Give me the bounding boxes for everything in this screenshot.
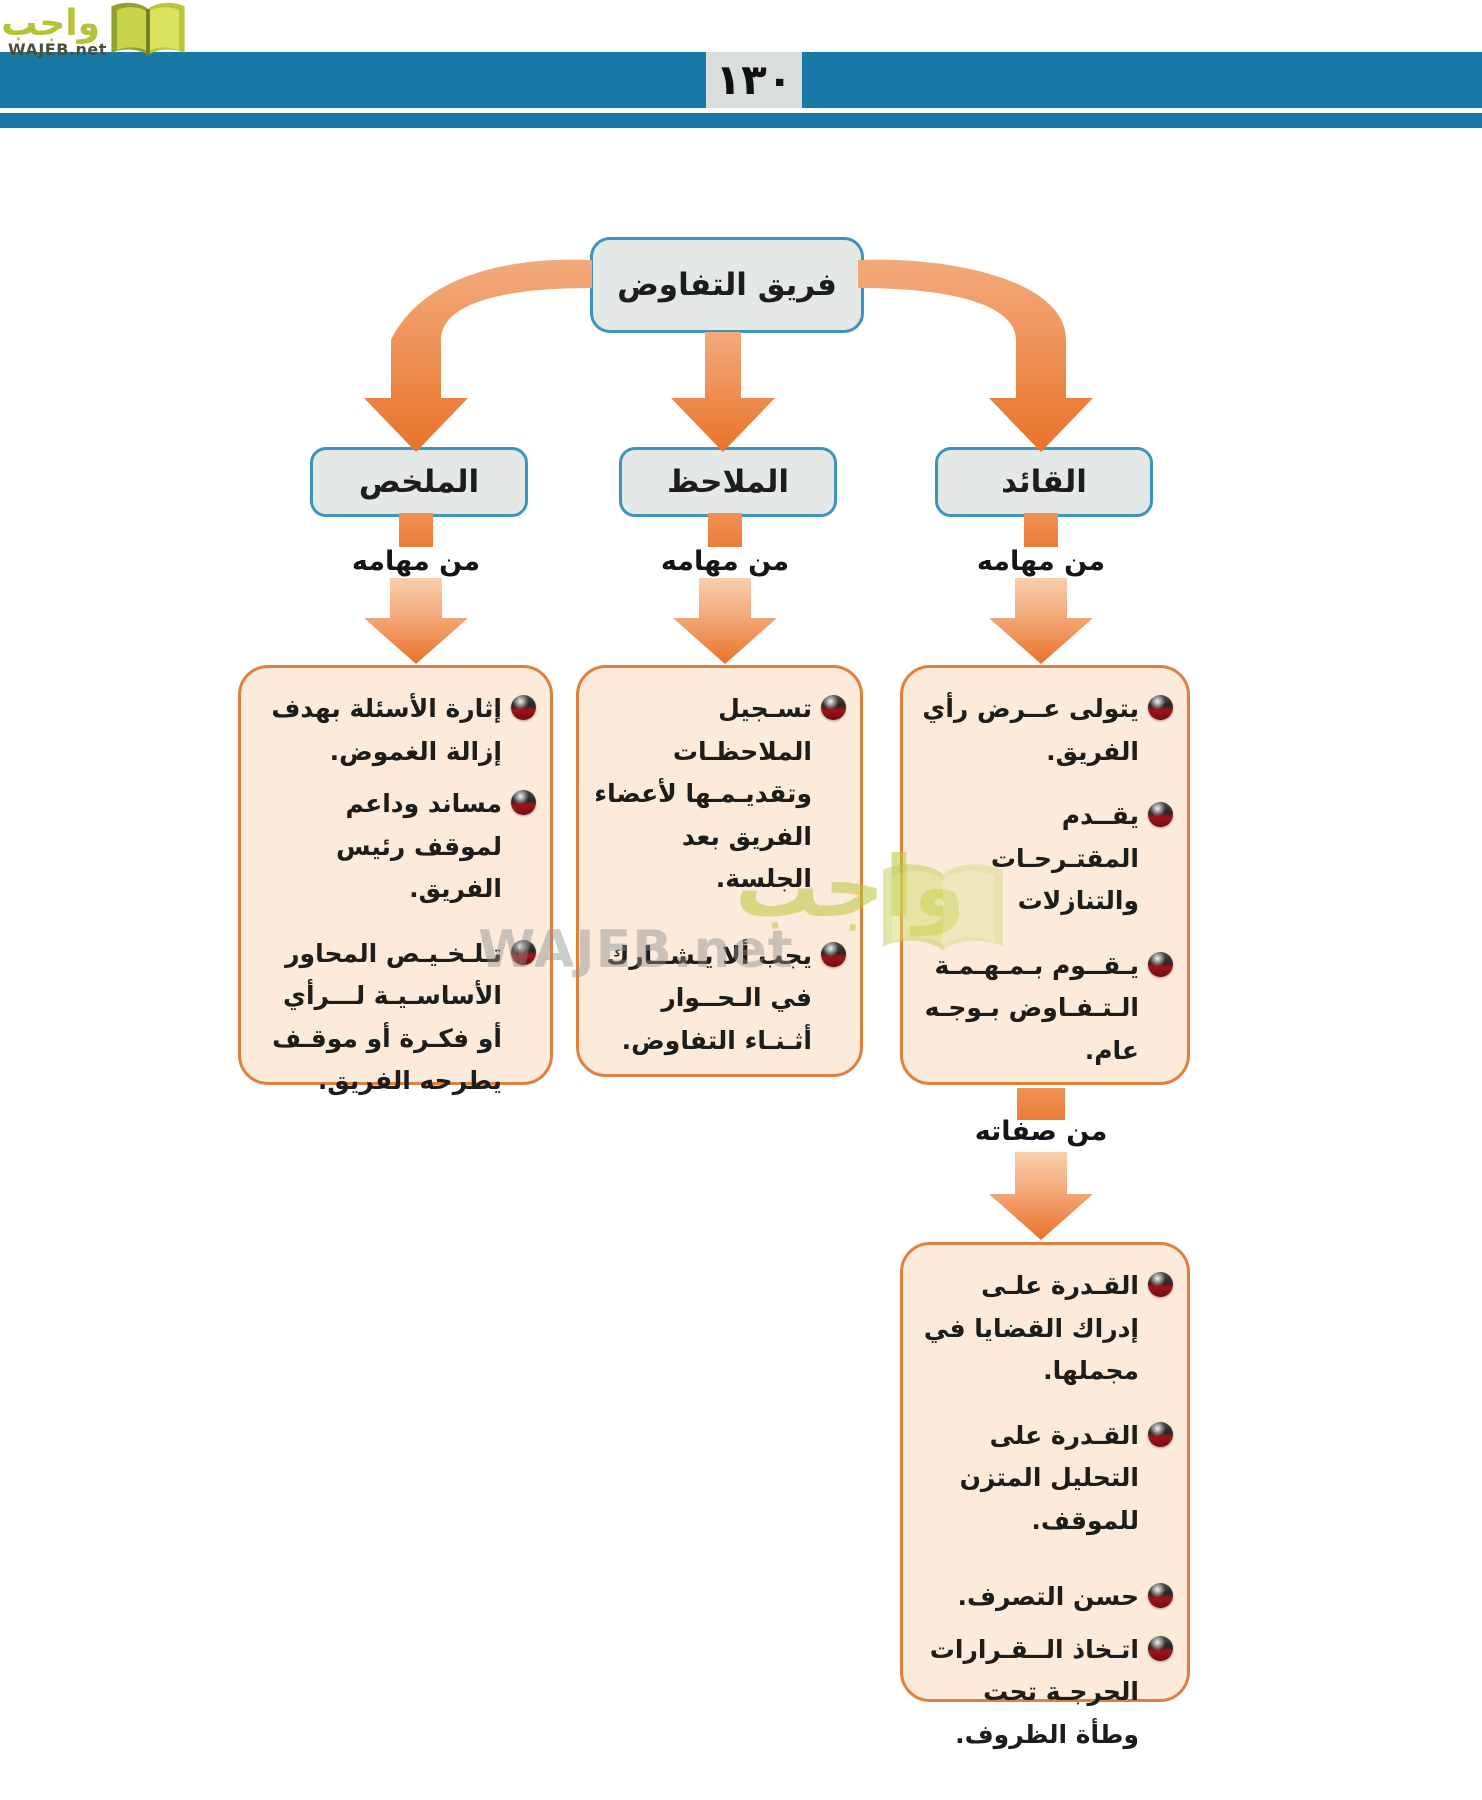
arrow-tasks-leader — [989, 578, 1093, 664]
list-item-text: اتـخاذ الــقـرارات الحرجـة تحت وطأة الظر… — [929, 1634, 1139, 1749]
arrow-root-to-observer — [671, 332, 775, 452]
tasks-box-summarizer: إثارة الأسئلة بهدف إزالة الغموض. مساند و… — [238, 665, 553, 1095]
bullet-icon — [1148, 1583, 1173, 1608]
bullet-icon — [1148, 1272, 1173, 1297]
open-book-icon — [111, 2, 185, 56]
tasks-label-leader: من مهامه — [976, 546, 1106, 577]
list-item: القـدرة علـى إدراك القضايا في مجملها. — [915, 1265, 1175, 1393]
list-item: مساند وداعم لموقف رئيس الفريق. — [253, 783, 538, 911]
list-item-text: تـلـخـيـص المحاور الأساسـيـة لـــرأي أو … — [272, 938, 502, 1096]
node-observer: الملاحظ — [619, 447, 837, 517]
list-item-text: يقــدم المقتـرحـات والتنازلات — [990, 801, 1139, 915]
node-observer-label: الملاحظ — [666, 464, 790, 500]
bullet-icon — [511, 790, 536, 815]
list-item: القـدرة على التحليل المتزن للموقف. — [915, 1415, 1175, 1543]
list-item: تسـجيل الملاحظـات وتقديـمـها لأعضاء الفر… — [591, 688, 848, 901]
list-item: يـقــوم بـمـهـمـة الـتـفـاوض بـوجـه عام. — [915, 945, 1175, 1073]
qualities-label-leader: من صفاته — [974, 1116, 1108, 1147]
bullet-icon — [1148, 695, 1173, 720]
tasks-box-observer: تسـجيل الملاحظـات وتقديـمـها لأعضاء الفر… — [576, 665, 863, 1077]
node-leader: القائد — [935, 447, 1153, 517]
list-item: تـلـخـيـص المحاور الأساسـيـة لـــرأي أو … — [253, 933, 538, 1103]
arrow-tasks-summarizer — [364, 578, 468, 664]
logo-text: واجب WAJEB.net — [1, 3, 107, 59]
arrow-root-to-summarizer — [364, 259, 592, 452]
list-item-text: يجب ألا يـشــارك في الـحــوار أثـنـاء ال… — [606, 940, 812, 1055]
node-leader-label: القائد — [1001, 464, 1087, 500]
tasks-label-summarizer: من مهامه — [351, 546, 481, 577]
header-rule — [0, 113, 1482, 128]
list-item: يتولى عــرض رأي الفريق. — [915, 688, 1175, 773]
list-item: اتـخاذ الــقـرارات الحرجـة تحت وطأة الظر… — [915, 1629, 1175, 1757]
list-item-text: مساند وداعم لموقف رئيس الفريق. — [336, 789, 502, 903]
node-summarizer: الملخص — [310, 447, 528, 517]
logo-latin-label: WAJEB.net — [8, 40, 107, 59]
list-item-text: حسن التصرف. — [957, 1582, 1139, 1611]
logo-arabic-label: واجب — [1, 3, 100, 44]
connector-leader — [1024, 513, 1058, 547]
list-item-text: يـقــوم بـمـهـمـة الـتـفـاوض بـوجـه عام. — [924, 950, 1139, 1065]
wajeb-logo: واجب WAJEB.net — [1, 0, 193, 70]
connector-qualities — [1017, 1088, 1065, 1120]
bullet-icon — [1148, 951, 1173, 977]
root-node: فريق التفاوض — [590, 237, 864, 333]
bullet-icon — [1148, 1421, 1173, 1447]
list-item-text: يتولى عــرض رأي الفريق. — [922, 694, 1139, 766]
qualities-box-leader: القـدرة علـى إدراك القضايا في مجملها. ال… — [900, 1242, 1190, 1749]
bullet-icon — [821, 695, 846, 720]
bullet-icon — [821, 941, 846, 967]
bullet-icon — [1148, 1635, 1173, 1661]
list-item: إثارة الأسئلة بهدف إزالة الغموض. — [253, 688, 538, 773]
list-item-text: القـدرة على التحليل المتزن للموقف. — [959, 1420, 1139, 1535]
arrow-tasks-observer — [673, 578, 777, 664]
root-node-label: فريق التفاوض — [617, 267, 837, 303]
list-item: حسن التصرف. — [915, 1576, 1175, 1619]
tasks-box-leader: يتولى عــرض رأي الفريق. يقــدم المقتـرحـ… — [900, 665, 1190, 1085]
list-item: يقــدم المقتـرحـات والتنازلات — [915, 795, 1175, 923]
arrow-qualities-leader — [989, 1152, 1093, 1240]
bullet-icon — [511, 939, 536, 965]
list-item-text: القـدرة علـى إدراك القضايا في مجملها. — [923, 1271, 1139, 1385]
bullet-icon — [1148, 802, 1173, 827]
page-number-box: ١٣٠ — [706, 52, 802, 108]
arrow-root-to-leader — [858, 259, 1093, 452]
tasks-label-observer: من مهامه — [660, 546, 790, 577]
bullet-icon — [511, 695, 536, 720]
node-summarizer-label: الملخص — [358, 464, 480, 500]
connector-summarizer — [399, 513, 433, 547]
list-item-text: تسـجيل الملاحظـات وتقديـمـها لأعضاء الفر… — [594, 694, 812, 893]
list-item-text: إثارة الأسئلة بهدف إزالة الغموض. — [271, 694, 502, 766]
page-number: ١٣٠ — [715, 55, 793, 104]
connector-observer — [708, 513, 742, 547]
list-item: يجب ألا يـشــارك في الـحــوار أثـنـاء ال… — [591, 935, 848, 1063]
